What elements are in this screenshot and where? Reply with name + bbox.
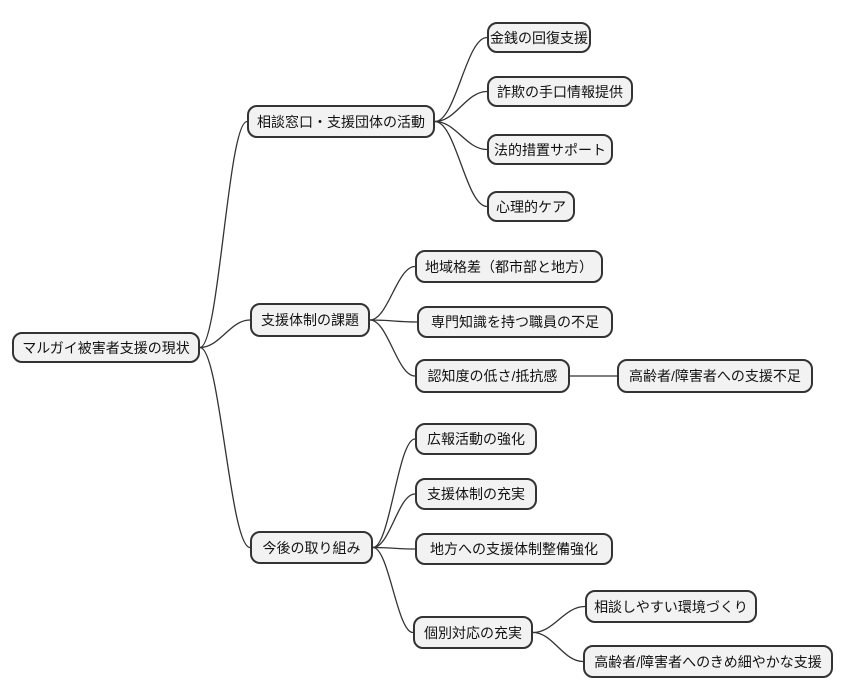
leaf-node-individual-response-enhancement: 個別対応の充実 [413,616,533,649]
edge-branch1-child2 [434,90,488,123]
leaf-node-psychological-care: 心理的ケア [487,191,575,222]
edge-branch1-child4 [434,120,488,208]
leaf-node-fraud-method-info: 詐欺の手口情報提供 [487,76,633,107]
edge-root-branch3 [199,346,251,549]
leaf-node-low-awareness-resistance: 認知度の低さ/抵抗感 [415,359,570,393]
leaf-node-staff-shortage: 専門知識を持つ職員の不足 [417,306,613,338]
edge-branch3-child2 [372,493,416,549]
root-node: マルガイ被害者支援の現状 [12,332,200,363]
edge-branch2-child2 [369,319,418,323]
edge-branch2-child3 [369,319,416,377]
leaf-node-regional-support-strengthening: 地方への支援体制整備強化 [415,533,613,565]
edge-root-branch1 [199,120,248,349]
edge-branch3-child3 [372,546,416,550]
edge-branch3-child1 [372,438,416,549]
edge-branch3-grandchild2 [532,631,584,663]
edge-branch3-child4 [372,546,414,634]
edge-branch3-grandchild1 [532,605,586,634]
leaf-node-financial-recovery-support: 金銭の回復支援 [487,22,591,53]
leaf-node-legal-measures-support: 法的措置サポート [487,134,613,165]
leaf-node-regional-disparity: 地域格差（都市部と地方） [415,250,603,283]
leaf-node-easy-consultation-environment: 相談しやすい環境づくり [585,590,757,623]
leaf-node-pr-strengthening: 広報活動の強化 [415,423,537,455]
edge-branch1-child1 [434,36,488,123]
leaf-node-detailed-support-elderly-disabled: 高齢者/障害者へのきめ細やかな支援 [583,645,833,678]
branch-node-support-system-issues: 支援体制の課題 [250,303,370,337]
branch-node-consultation-activities: 相談窓口・支援団体の活動 [247,105,435,138]
leaf-node-support-system-enhancement: 支援体制の充実 [415,478,537,510]
branch-node-future-initiatives: 今後の取り組み [250,531,373,564]
edge-branch2-child1 [369,265,416,321]
leaf-node-elderly-disabled-support-shortage: 高齢者/障害者への支援不足 [617,359,813,393]
edge-root-branch2 [199,319,251,349]
edge-branch1-child3 [434,120,488,151]
